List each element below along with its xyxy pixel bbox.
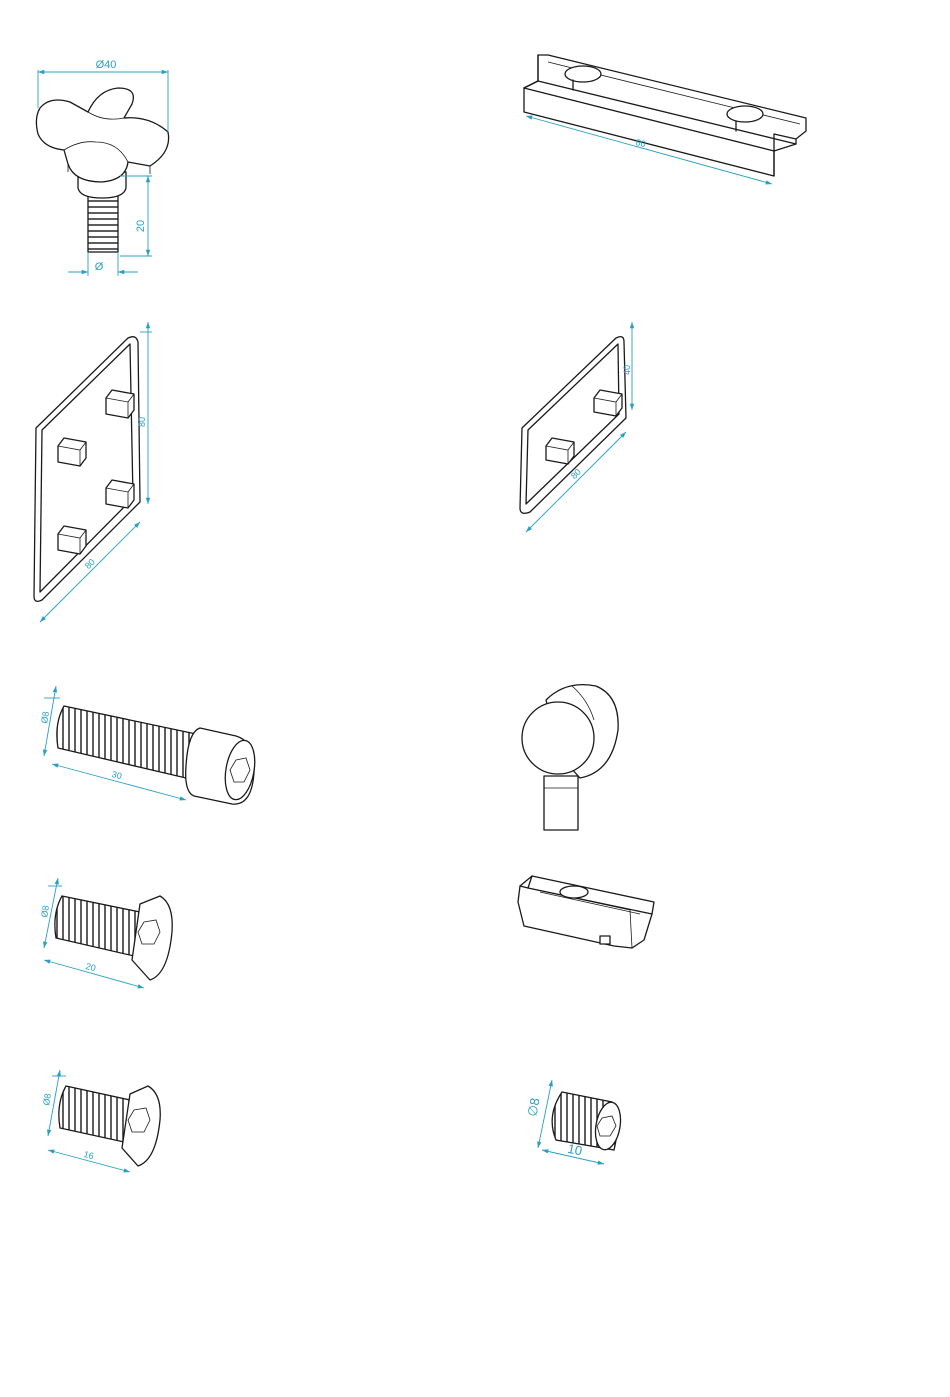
- end-cap-square-lug: [58, 438, 86, 466]
- part-end-cap-square: 80 80: [34, 322, 152, 622]
- end-cap-rect-icon: [520, 337, 626, 514]
- end-cap-rect-lug: [594, 390, 622, 416]
- countersunk-screw-16-diameter-label: Ø8: [41, 1093, 53, 1107]
- part-slot-nut: [518, 876, 654, 948]
- set-screw-icon: [552, 1092, 624, 1152]
- part-end-cap-rect: 40 80: [520, 322, 632, 532]
- end-cap-square-lug: [106, 390, 134, 418]
- countersunk-screw-20-length-label: 20: [85, 961, 97, 973]
- socket-cap-screw-length-label: 30: [111, 769, 123, 781]
- socket-cap-screw-icon: [57, 706, 259, 804]
- hammer-nut-icon: [522, 685, 618, 830]
- set-screw-diameter-label: ∅8: [525, 1097, 543, 1118]
- set-screw-length-label: 10: [566, 1141, 583, 1159]
- part-set-screw: ∅8 10: [525, 1080, 624, 1164]
- end-cap-rect-height-label: 40: [622, 365, 632, 375]
- slot-nut-icon: [518, 876, 654, 948]
- end-cap-square-height-label: 80: [137, 417, 147, 427]
- end-cap-rect-lug: [546, 438, 574, 464]
- part-socket-cap-screw: Ø8 30: [39, 686, 259, 804]
- slot-bar-length-label: 80: [635, 137, 647, 149]
- part-hammer-nut: [522, 685, 618, 830]
- countersunk-screw-20-diameter-label: Ø8: [39, 905, 51, 919]
- end-cap-square-lug: [106, 480, 134, 508]
- star-knob-diameter-label: Ø40: [96, 59, 117, 71]
- star-knob-icon: [36, 88, 168, 252]
- part-countersunk-screw-16: Ø8 16: [41, 1070, 160, 1172]
- slot-bar-icon: [524, 55, 806, 176]
- star-knob-length-label: 20: [135, 220, 147, 232]
- socket-cap-screw-diameter-label: Ø8: [39, 711, 51, 725]
- countersunk-screw-icon: [55, 896, 172, 980]
- countersunk-screw-icon: [59, 1086, 160, 1166]
- part-star-knob: Ø40 20 Ø: [36, 59, 168, 276]
- end-cap-square-lug: [58, 526, 86, 554]
- part-countersunk-screw-20: Ø8 20: [39, 878, 172, 988]
- part-slot-bar: 80: [524, 55, 806, 184]
- star-knob-thread-label: Ø: [95, 261, 104, 273]
- end-cap-square-width-label: 80: [83, 557, 97, 571]
